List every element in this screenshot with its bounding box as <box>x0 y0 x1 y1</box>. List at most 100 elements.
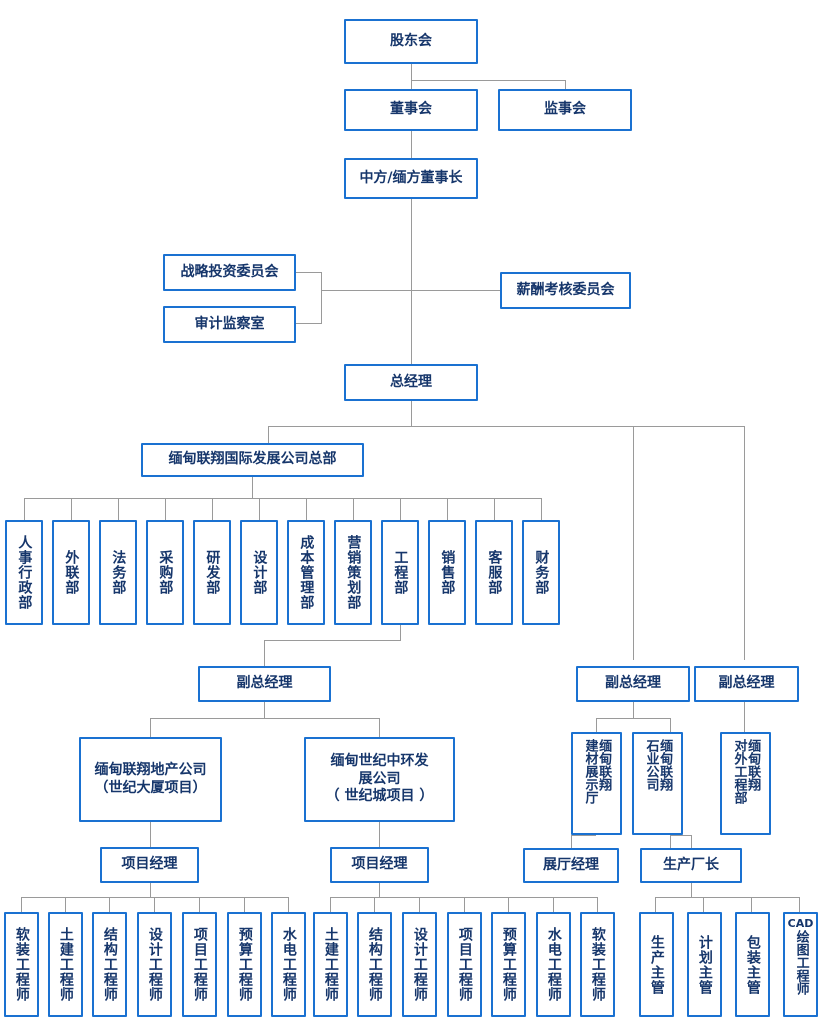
box-department-legal[interactable]: 法务部 <box>99 520 137 625</box>
connector <box>508 897 509 912</box>
box-department-rnd[interactable]: 研发部 <box>193 520 231 625</box>
box-engineer-civil-2[interactable]: 土建工程师 <box>313 912 348 1017</box>
box-planning-supervisor[interactable]: 计划主管 <box>687 912 722 1017</box>
connector <box>330 897 331 912</box>
box-production-supervisor[interactable]: 生产主管 <box>639 912 674 1017</box>
connector <box>268 426 745 427</box>
box-department-engineering[interactable]: 工程部 <box>381 520 419 625</box>
company-name-line2: 展公司 <box>358 770 401 787</box>
box-shareholders-meeting[interactable]: 股东会 <box>344 19 478 64</box>
box-department-procurement[interactable]: 采购部 <box>146 520 184 625</box>
connector <box>288 897 289 912</box>
connector <box>259 498 260 520</box>
box-engineer-mep-2[interactable]: 水电工程师 <box>536 912 571 1017</box>
box-engineer-project-2[interactable]: 项目工程师 <box>447 912 482 1017</box>
box-deputy-gm-property[interactable]: 副总经理 <box>198 666 331 702</box>
connector <box>447 498 448 520</box>
connector <box>670 835 671 848</box>
connector <box>670 718 671 732</box>
box-unit-building-materials-showroom[interactable]: 建材展示厅 缅甸联翔 <box>571 732 622 835</box>
box-project-manager-2[interactable]: 项目经理 <box>330 847 429 883</box>
box-unit-overseas-engineering[interactable]: 对外工程部 缅甸联翔 <box>720 732 771 835</box>
box-unit-stone-company[interactable]: 石业公司 缅甸联翔 <box>632 732 683 835</box>
box-cad-drafting-engineer[interactable]: CAD 绘图工程师 <box>783 912 818 1017</box>
box-deputy-gm-overseas[interactable]: 副总经理 <box>694 666 799 702</box>
connector <box>268 426 269 443</box>
connector <box>118 498 119 520</box>
connector <box>419 897 420 912</box>
box-showroom-manager[interactable]: 展厅经理 <box>523 848 619 883</box>
connector <box>264 640 265 666</box>
connector <box>212 498 213 520</box>
box-engineer-soft-decoration-2[interactable]: 软装工程师 <box>580 912 615 1017</box>
box-engineer-mep-1[interactable]: 水电工程师 <box>271 912 306 1017</box>
connector <box>264 702 265 719</box>
connector <box>330 897 597 898</box>
connector <box>703 897 704 912</box>
box-headquarters[interactable]: 缅甸联翔国际发展公司总部 <box>141 443 364 477</box>
box-deputy-gm-materials[interactable]: 副总经理 <box>576 666 690 702</box>
box-chairman[interactable]: 中方/缅方董事长 <box>344 158 478 199</box>
connector <box>691 883 692 897</box>
connector <box>321 272 322 324</box>
connector <box>464 897 465 912</box>
box-department-design[interactable]: 设计部 <box>240 520 278 625</box>
connector <box>411 401 412 427</box>
connector <box>24 498 25 520</box>
connector <box>353 498 354 520</box>
connector <box>109 897 110 912</box>
connector <box>494 498 495 520</box>
box-general-manager[interactable]: 总经理 <box>344 364 478 401</box>
box-production-director[interactable]: 生产厂长 <box>640 848 742 883</box>
box-department-external-relations[interactable]: 外联部 <box>52 520 90 625</box>
connector <box>150 718 151 737</box>
connector <box>400 498 401 520</box>
box-engineer-structural-1[interactable]: 结构工程师 <box>92 912 127 1017</box>
box-engineer-project-1[interactable]: 项目工程师 <box>182 912 217 1017</box>
box-project-manager-1[interactable]: 项目经理 <box>100 847 199 883</box>
connector <box>71 498 72 520</box>
box-board-of-supervisors[interactable]: 监事会 <box>498 89 632 131</box>
connector <box>541 498 542 520</box>
box-department-cost-management[interactable]: 成本管理部 <box>287 520 325 625</box>
connector <box>154 897 155 912</box>
connector <box>571 835 596 836</box>
connector <box>633 702 634 719</box>
box-department-marketing-planning[interactable]: 营销策划部 <box>334 520 372 625</box>
connector <box>691 835 692 848</box>
box-company-lianxiang-property[interactable]: 缅甸联翔地产公司 （世纪大厦项目） <box>79 737 222 822</box>
connector <box>150 718 379 719</box>
connector <box>65 897 66 912</box>
connector <box>411 80 566 81</box>
cad-role: 绘图工程师 <box>793 930 809 995</box>
box-engineer-design-1[interactable]: 设计工程师 <box>137 912 172 1017</box>
box-engineer-budget-1[interactable]: 预算工程师 <box>227 912 262 1017</box>
box-engineer-civil-1[interactable]: 土建工程师 <box>48 912 83 1017</box>
box-department-customer-service[interactable]: 客服部 <box>475 520 513 625</box>
connector <box>244 897 245 912</box>
box-department-hr-admin[interactable]: 人事行政部 <box>5 520 43 625</box>
box-engineer-soft-decoration-1[interactable]: 软装工程师 <box>4 912 39 1017</box>
unit-col-right: 缅甸联翔 <box>596 739 612 791</box>
box-audit-supervision-office[interactable]: 审计监察室 <box>163 306 296 343</box>
connector <box>150 883 151 897</box>
box-department-finance[interactable]: 财务部 <box>522 520 560 625</box>
box-engineer-structural-2[interactable]: 结构工程师 <box>357 912 392 1017</box>
box-engineer-budget-2[interactable]: 预算工程师 <box>491 912 526 1017</box>
connector <box>400 625 401 641</box>
box-packaging-supervisor[interactable]: 包装主管 <box>735 912 770 1017</box>
connector <box>411 199 412 364</box>
connector <box>596 718 671 719</box>
box-board-of-directors[interactable]: 董事会 <box>344 89 478 131</box>
box-strategy-investment-committee[interactable]: 战略投资委员会 <box>163 254 296 291</box>
connector <box>24 498 542 499</box>
unit-col-left: 石业公司 <box>643 739 659 791</box>
connector <box>751 897 752 912</box>
company-name-line2: （世纪大厦项目） <box>94 779 207 796</box>
box-compensation-committee[interactable]: 薪酬考核委员会 <box>500 272 631 309</box>
connector <box>21 897 22 912</box>
box-engineer-design-2[interactable]: 设计工程师 <box>402 912 437 1017</box>
box-company-century-zhonghuan[interactable]: 缅甸世纪中环发 展公司 （ 世纪城项目 ） <box>304 737 455 822</box>
connector <box>379 822 380 847</box>
box-department-sales[interactable]: 销售部 <box>428 520 466 625</box>
